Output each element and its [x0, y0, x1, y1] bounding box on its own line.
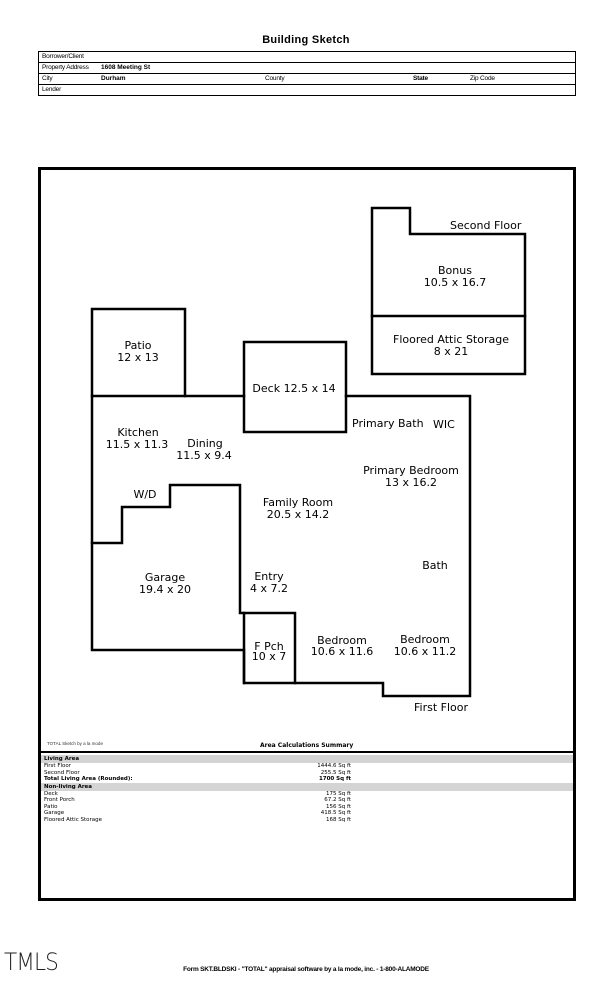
- kitchen-name: Kitchen: [117, 426, 158, 439]
- floor-plan-sketch: Second Floor Bonus 10.5 x 16.7 Floored A…: [90, 206, 527, 714]
- bedroom-1-name: Bedroom: [317, 634, 367, 647]
- table-row: Front Porch 67.2 Sq ft: [41, 797, 573, 804]
- row-name: Second Floor: [44, 769, 80, 776]
- city-row: City Durham County State Zip Code: [39, 74, 575, 85]
- total-living-row: Total Living Area (Rounded): 1700 Sq ft: [41, 776, 573, 783]
- garage-name: Garage: [145, 571, 186, 584]
- garage-wd-wall: [90, 483, 246, 615]
- sketch-frame: [38, 167, 576, 901]
- row-name: Floored Attic Storage: [44, 816, 102, 823]
- header-fields-table: Borrower/Client Property Address 1608 Me…: [38, 51, 576, 96]
- sketch-caption: TOTAL Sketch by a la mode: [47, 741, 103, 746]
- row-value: 418.5 Sq ft: [320, 810, 351, 816]
- bonus-name: Bonus: [438, 264, 472, 277]
- row-value: 255.5 Sq ft: [320, 769, 351, 776]
- non-living-area-header: Non-living Area: [41, 782, 573, 791]
- tmls-logo: TMLS: [4, 948, 59, 976]
- wd-name: W/D: [133, 488, 156, 501]
- primary-bedroom-name: Primary Bedroom: [363, 464, 459, 477]
- row-value: 1444.6 Sq ft: [317, 763, 351, 769]
- patio-outline: [90, 307, 187, 398]
- bedroom-1-dims: 10.6 x 11.6: [311, 645, 374, 658]
- deck-outline: [242, 340, 348, 434]
- city-label: City: [42, 75, 53, 82]
- row-name: Patio: [44, 803, 58, 810]
- patio-dims: 12 x 13: [117, 351, 159, 364]
- state-label: State: [413, 75, 428, 82]
- first-floor-label: First Floor: [414, 701, 468, 714]
- attic-dims: 8 x 21: [434, 345, 469, 358]
- row-value: 156 Sq ft: [326, 803, 351, 810]
- form-footer: Form SKT.BLDSKI - "TOTAL" appraisal soft…: [183, 966, 429, 973]
- entry-name: Entry: [254, 570, 284, 583]
- property-address-value: 1608 Meeting St: [101, 64, 151, 71]
- table-row: Floored Attic Storage 168 Sq ft: [41, 817, 573, 824]
- living-area-header: Living Area: [41, 755, 573, 763]
- table-row: Deck 175 Sq ft: [41, 791, 573, 798]
- front-porch-name: F Pch: [254, 640, 284, 653]
- summary-divider: [41, 751, 573, 753]
- borrower-label: Borrower/Client: [42, 53, 84, 60]
- second-floor-outline: [370, 206, 527, 376]
- page-title: Building Sketch: [262, 34, 350, 46]
- table-row: Second Floor 255.5 Sq ft: [41, 770, 573, 777]
- property-address-row: Property Address 1608 Meeting St: [39, 63, 575, 74]
- city-value: Durham: [101, 75, 126, 82]
- attic-name: Floored Attic Storage: [393, 333, 509, 346]
- table-row: First Floor 1444.6 Sq ft: [41, 763, 573, 770]
- table-row: Garage 418.5 Sq ft: [41, 810, 573, 817]
- lender-row: Lender: [39, 85, 575, 96]
- row-name: First Floor: [44, 763, 72, 769]
- entry-dims: 4 x 7.2: [250, 582, 288, 595]
- lender-label: Lender: [42, 86, 62, 93]
- total-living-label: Total Living Area (Rounded):: [44, 776, 133, 782]
- garage-dims: 19.4 x 20: [139, 583, 191, 596]
- row-value: 168 Sq ft: [326, 816, 351, 823]
- primary-bath-name: Primary Bath: [352, 417, 424, 430]
- table-row: Patio 156 Sq ft: [41, 804, 573, 811]
- row-name: Front Porch: [44, 797, 75, 803]
- kitchen-dims: 11.5 x 11.3: [106, 438, 169, 451]
- bedroom-2-dims: 10.6 x 11.2: [394, 645, 457, 658]
- front-porch-outline: [242, 611, 297, 685]
- area-summary-title: Area Calculations Summary: [260, 742, 354, 749]
- patio-name: Patio: [125, 339, 152, 352]
- area-summary-table: Living Area First Floor 1444.6 Sq ft Sec…: [41, 755, 573, 823]
- zip-label: Zip Code: [470, 75, 495, 82]
- bonus-dims: 10.5 x 16.7: [424, 276, 487, 289]
- county-label: County: [265, 75, 285, 82]
- borrower-row: Borrower/Client: [39, 52, 575, 63]
- second-floor-label: Second Floor: [450, 219, 522, 232]
- property-address-label: Property Address: [42, 64, 89, 71]
- deck-name: Deck 12.5 x 14: [252, 382, 335, 395]
- primary-bedroom-dims: 13 x 16.2: [385, 476, 437, 489]
- dining-name: Dining: [187, 437, 223, 450]
- family-room-name: Family Room: [263, 496, 333, 509]
- family-room-dims: 20.5 x 14.2: [267, 508, 330, 521]
- wic-name: WIC: [433, 418, 455, 431]
- bath-name: Bath: [422, 559, 448, 572]
- bedroom-2-name: Bedroom: [400, 633, 450, 646]
- row-name: Garage: [44, 810, 65, 816]
- row-value: 67.2 Sq ft: [324, 797, 351, 803]
- row-value: 175 Sq ft: [326, 790, 351, 797]
- living-area-header-label: Living Area: [44, 756, 80, 762]
- front-porch-dims: 10 x 7: [252, 650, 287, 663]
- non-living-area-header-label: Non-living Area: [44, 783, 92, 790]
- dining-dims: 11.5 x 9.4: [176, 449, 232, 462]
- row-name: Deck: [44, 790, 58, 797]
- total-living-value: 1700 Sq ft: [318, 776, 351, 782]
